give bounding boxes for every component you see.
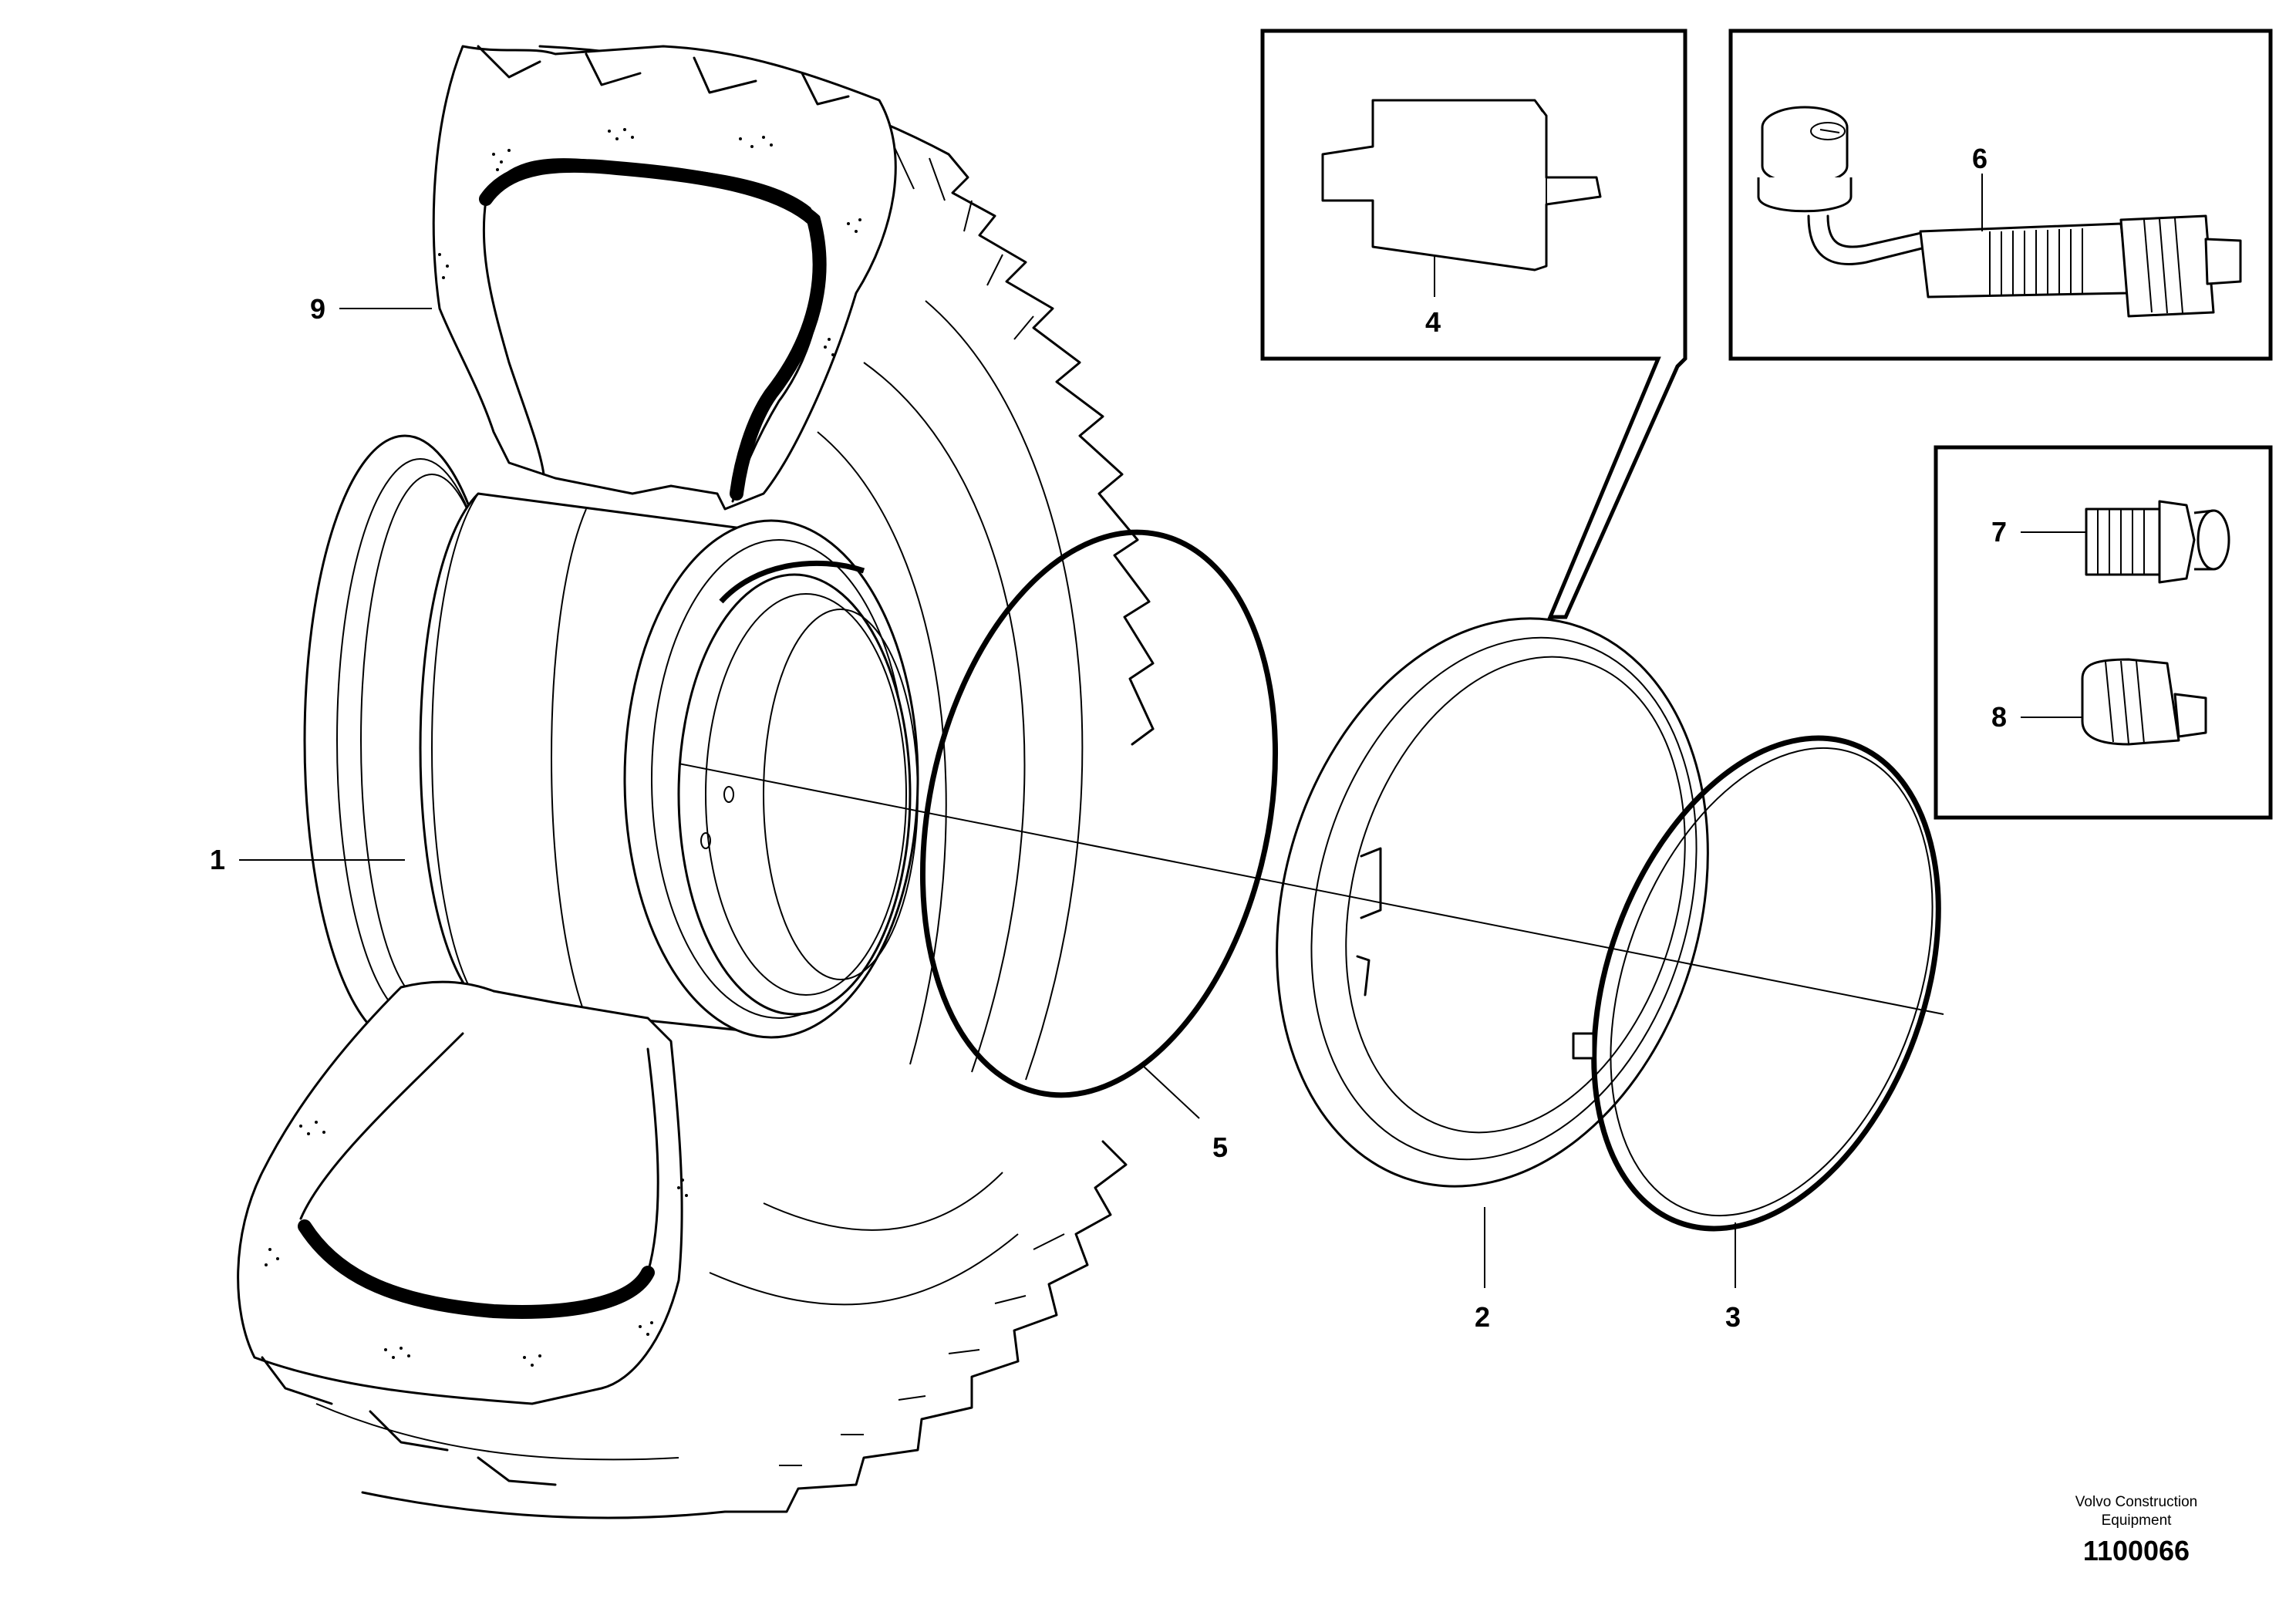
callout-1: 1 (210, 844, 226, 875)
split-ring (1572, 735, 1941, 1232)
o-ring (919, 529, 1279, 1098)
callout-9: 9 (310, 293, 326, 325)
detail-box-valve-parts (1934, 445, 2273, 820)
callout-7: 7 (1991, 516, 2008, 548)
callout-2: 2 (1475, 1301, 1491, 1333)
rim-flange (1276, 617, 1709, 1188)
tyre-lower-section (237, 980, 688, 1486)
callout-3: 3 (1725, 1301, 1741, 1333)
callout-8: 8 (1991, 701, 2008, 733)
tyre-upper-section (432, 45, 897, 511)
assembly-axis (678, 763, 1944, 1015)
document-number: 1100066 (2082, 1535, 2190, 1566)
detail-box-valve (1728, 29, 2273, 361)
callout-5: 5 (1212, 1131, 1229, 1163)
callout-4: 4 (1425, 306, 1441, 338)
callout-6: 6 (1972, 143, 1988, 174)
rim (303, 434, 919, 1047)
detail-box-balance-weight (1260, 29, 1687, 619)
leader-lines (239, 174, 2086, 1288)
brand-text: Volvo Construction Equipment (2075, 1494, 2198, 1529)
